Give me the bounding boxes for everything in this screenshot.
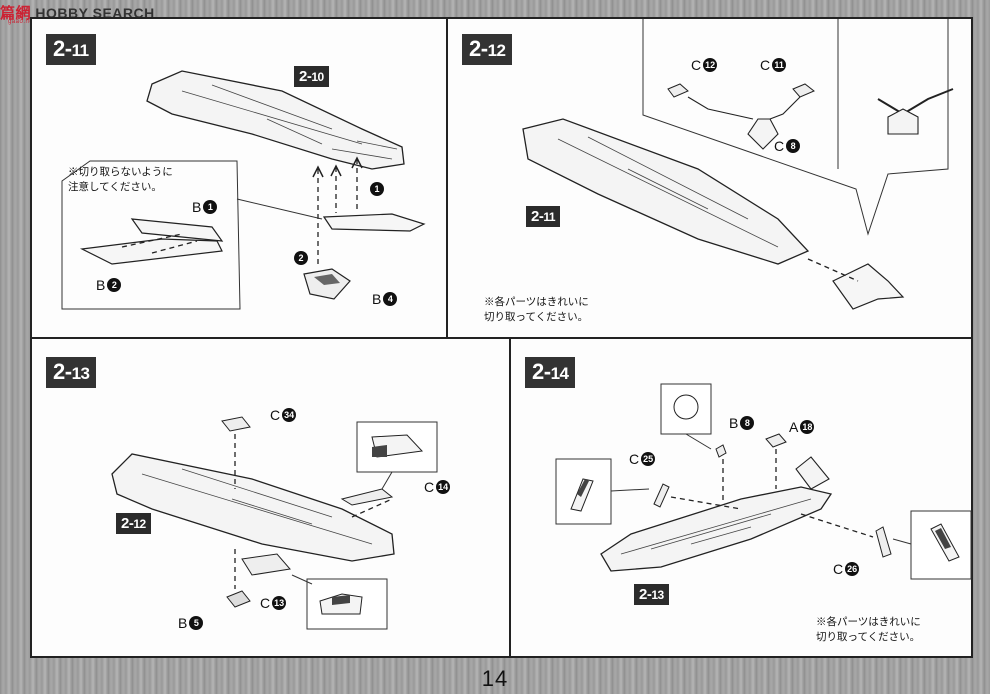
part-number: 4 xyxy=(383,292,398,306)
part-number: 18 xyxy=(800,420,815,434)
part-number: 14 xyxy=(436,480,451,494)
part-letter: B xyxy=(192,199,202,215)
part-number: 13 xyxy=(272,596,287,610)
part-letter: C xyxy=(691,57,702,73)
part-number: 8 xyxy=(740,416,755,430)
part-letter: B xyxy=(729,415,739,431)
assembly-callout: 2-11 xyxy=(526,206,561,227)
order-mark-1: 1 xyxy=(370,182,384,196)
step-label: 2-13 xyxy=(46,357,97,388)
cutting-note: ※各パーツはきれいに 切り取ってください。 xyxy=(816,616,921,643)
step-label-sub: 12 xyxy=(487,41,506,60)
part-number: 25 xyxy=(641,452,656,466)
step-label-sub: 14 xyxy=(550,364,569,383)
divider-vertical-bottom xyxy=(509,337,511,658)
part-letter: B xyxy=(372,291,382,307)
part-letter: A xyxy=(789,419,799,435)
part-letter: B xyxy=(96,277,106,293)
cutting-note: ※各パーツはきれいに 切り取ってください。 xyxy=(484,296,589,323)
part-number: 2 xyxy=(107,278,122,292)
ship-hull-drawing xyxy=(522,19,954,310)
panel-step-2-14: 2-14 2-13 xyxy=(511,339,972,658)
assembly-callout: 2-13 xyxy=(634,584,669,605)
part-letter: C xyxy=(760,57,771,73)
ship-hull-drawing xyxy=(111,416,438,630)
callout-main: 2- xyxy=(531,208,544,225)
part-number: 11 xyxy=(772,58,787,72)
step-label: 2-11 xyxy=(46,34,96,65)
step-label-main: 2- xyxy=(532,359,551,384)
callout-main: 2- xyxy=(121,515,134,532)
step-label-sub: 11 xyxy=(71,41,89,60)
part-letter: B xyxy=(178,615,188,631)
assembly-callout: 2-12 xyxy=(116,513,151,534)
step-label-main: 2- xyxy=(53,36,72,61)
caution-note: ※切り取らないように 注意してください。 xyxy=(68,166,173,193)
part-letter: C xyxy=(424,479,435,495)
callout-sub: 11 xyxy=(543,210,556,224)
part-number: 1 xyxy=(203,200,218,214)
part-number: 5 xyxy=(189,616,204,630)
step-label-main: 2- xyxy=(469,36,488,61)
part-number: 12 xyxy=(703,58,718,72)
callout-main: 2- xyxy=(299,68,312,85)
ship-hull-drawing xyxy=(61,70,426,310)
page-number: 14 xyxy=(481,666,509,691)
part-letter: C xyxy=(774,138,785,154)
callout-sub: 12 xyxy=(133,517,146,531)
assembly-callout: 2-10 xyxy=(294,66,329,87)
part-letter: C xyxy=(629,451,640,467)
callout-sub: 13 xyxy=(651,588,664,602)
step-label: 2-12 xyxy=(462,34,513,65)
part-number: 26 xyxy=(845,562,860,576)
divider-horizontal xyxy=(32,337,971,339)
part-letter: C xyxy=(270,407,281,423)
part-number: 34 xyxy=(282,408,297,422)
part-letter: C xyxy=(260,595,271,611)
part-letter: C xyxy=(833,561,844,577)
callout-main: 2- xyxy=(639,586,652,603)
step-label-main: 2- xyxy=(53,359,72,384)
watermark-logo: 篇網 xyxy=(0,5,32,22)
ship-hull-drawing xyxy=(555,383,972,580)
callout-sub: 10 xyxy=(311,70,324,84)
step-label: 2-14 xyxy=(525,357,576,388)
step-label-sub: 13 xyxy=(71,364,90,383)
order-mark-2: 2 xyxy=(294,251,308,265)
divider-vertical-top xyxy=(446,19,448,339)
part-number: 8 xyxy=(786,139,801,153)
